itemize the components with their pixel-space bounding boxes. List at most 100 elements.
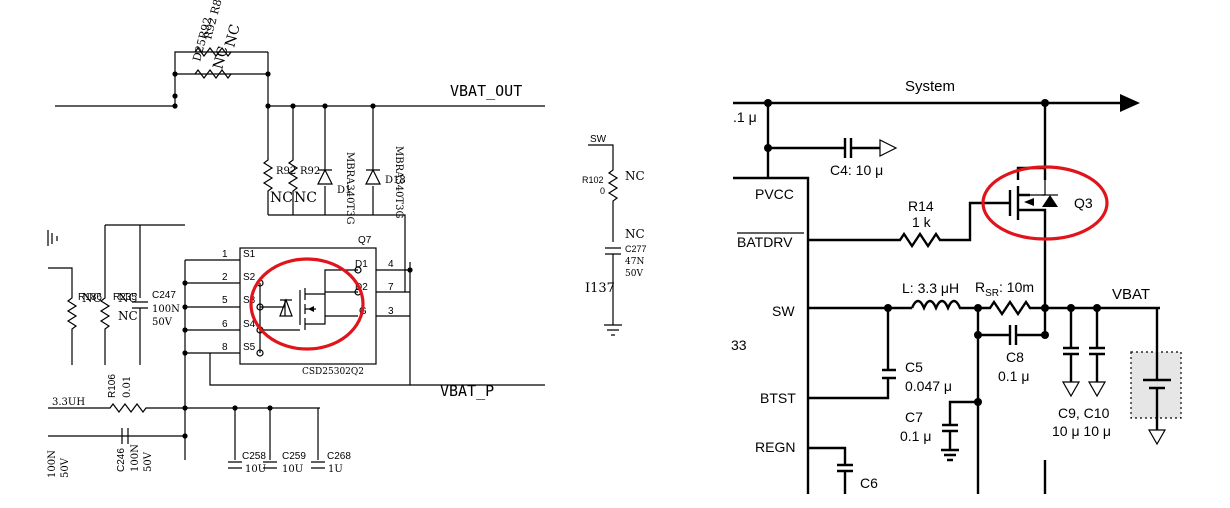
q7-pin-d1: D1: [355, 259, 368, 270]
c247-label: C247: [152, 290, 176, 301]
q7-pinnum-2: 2: [222, 272, 228, 283]
c6-label: C6: [860, 475, 878, 491]
c8-cap: [1008, 325, 1018, 345]
pin-33: 33: [731, 337, 747, 353]
diode-d1: [317, 168, 333, 185]
regn-c6-wire: [808, 446, 1047, 494]
inductor-label: L: 3.3 μH: [902, 280, 959, 296]
middle-schematic: SW R102 0 NC NC C277 47N 50V I137: [582, 134, 647, 336]
top-nc-b: NC: [222, 23, 243, 49]
left-passives-wires: [48, 224, 185, 365]
c258-label: C258: [242, 451, 266, 462]
c277-val1: 47N: [625, 257, 644, 267]
left-schematic: D25R92 R92 R89 NC NC VBAT_OUT R92 R92 NC…: [47, 0, 545, 478]
q7-pinnum-5: 5: [222, 295, 228, 306]
r235-label: R235: [113, 292, 137, 303]
i137-label: I137: [585, 281, 615, 296]
nc-label-4: NC: [118, 291, 138, 305]
r106-label: R106: [107, 374, 118, 398]
c9-c10-value: 10 μ 10 μ: [1052, 423, 1111, 439]
system-arrow-icon: [1120, 94, 1140, 112]
q3-mosfet-icon: [1005, 103, 1058, 308]
q7-mosfet-icon: [259, 269, 358, 353]
c247-val1: 100N: [152, 304, 180, 315]
q7-highlight-circle: [249, 257, 365, 351]
c8-value: 0.1 μ: [998, 368, 1029, 384]
inductor-symbol: [910, 299, 978, 312]
diode-d1-label: D1: [337, 185, 351, 196]
c7-cap-ground: [941, 400, 978, 462]
c4-label: C4: 10 μ: [830, 162, 883, 178]
c-left-val2: 50V: [60, 457, 71, 478]
q3-highlight-circle: [981, 165, 1109, 241]
q7-pin-s1: S1: [243, 249, 256, 260]
ic-body: [733, 176, 810, 494]
nc-label-1: NC: [270, 190, 293, 206]
net-vbat-p: VBAT_P: [440, 382, 494, 400]
vbat-out-rail: [55, 51, 545, 107]
c4-ground-icon: [879, 139, 898, 157]
nc-label-5: NC: [118, 309, 138, 323]
c259-value: 10U: [282, 464, 303, 475]
q7-left-pins: [184, 259, 411, 460]
r92-label-a: R92: [276, 166, 296, 177]
vbat-p-rail: [48, 384, 545, 460]
rsr-label: RSR: 10m: [975, 279, 1034, 299]
rsr-sub: SR: [985, 288, 999, 299]
q7-pinnum-3: 3: [388, 306, 394, 317]
battery-symbol: [1143, 308, 1171, 430]
q7-package: [239, 247, 377, 365]
c268-value: 1U: [328, 464, 343, 475]
r102-label: R102: [582, 175, 604, 185]
c246-val2: 50V: [143, 451, 154, 472]
c277-label: C277: [625, 244, 647, 254]
q7-pinnum-6: 6: [222, 319, 228, 330]
ground-partial-icon: [47, 230, 58, 246]
nc-label-2: NC: [294, 190, 317, 206]
pin-regn: REGN: [755, 439, 795, 455]
c246-label: C246: [116, 448, 127, 472]
bottom-caps: [228, 461, 325, 469]
net-system: System: [905, 78, 955, 95]
q7-pin-s3: S3: [243, 295, 256, 306]
top-nc-a: NC: [210, 45, 231, 71]
q3-label: Q3: [1074, 195, 1093, 211]
diode-d18-label: D18: [385, 175, 406, 186]
top-resistor-pair-label: R92 R89: [201, 0, 226, 41]
r92-label-b: R92: [300, 166, 320, 177]
c5-label: C5: [905, 359, 923, 375]
c9-c10-ground-icons: [1061, 381, 1107, 398]
diode-d18: [365, 168, 381, 185]
nc-label-3: NC: [82, 291, 102, 305]
c247-val2: 50V: [152, 317, 173, 328]
q7-pin-d2: D2: [355, 282, 368, 293]
net-vbat: VBAT: [1112, 286, 1150, 303]
batdrv-r14-wire: [808, 201, 1005, 249]
c9-c10-label: C9, C10: [1058, 405, 1110, 421]
q7-pin-s2: S2: [243, 272, 256, 283]
r14-label: R14: [908, 198, 934, 214]
c9-c10-caps: [1063, 308, 1105, 382]
r106-value: 0.01: [122, 376, 133, 398]
c7-label: C7: [905, 409, 923, 425]
c258-value: 10U: [245, 464, 266, 475]
pin-pvcc: PVCC: [755, 186, 794, 202]
pin-btst: BTST: [760, 390, 796, 406]
c7-value: 0.1 μ: [900, 428, 931, 444]
battery-ground-icon: [1147, 429, 1167, 446]
resistor-r92-top: [194, 47, 232, 57]
q7-pinnum-8: 8: [222, 342, 228, 353]
r14-value: 1 k: [912, 214, 932, 230]
pin-sw: SW: [772, 303, 795, 319]
diode-part-1: MBRA340T3G: [344, 152, 355, 224]
q7-pinnum-1: 1: [222, 249, 228, 260]
pin-batdrv: BATDRV: [737, 234, 793, 250]
net-3-3uh: 3.3UH: [52, 397, 85, 408]
rsr-main: R: [975, 279, 985, 295]
rsr-value: : 10m: [999, 279, 1034, 295]
r102-c277-chain: [588, 144, 622, 336]
resistor-r89-top: [194, 69, 232, 79]
q7-part: CSD25302Q2: [302, 367, 364, 377]
c5-value: 0.047 μ: [905, 378, 952, 394]
